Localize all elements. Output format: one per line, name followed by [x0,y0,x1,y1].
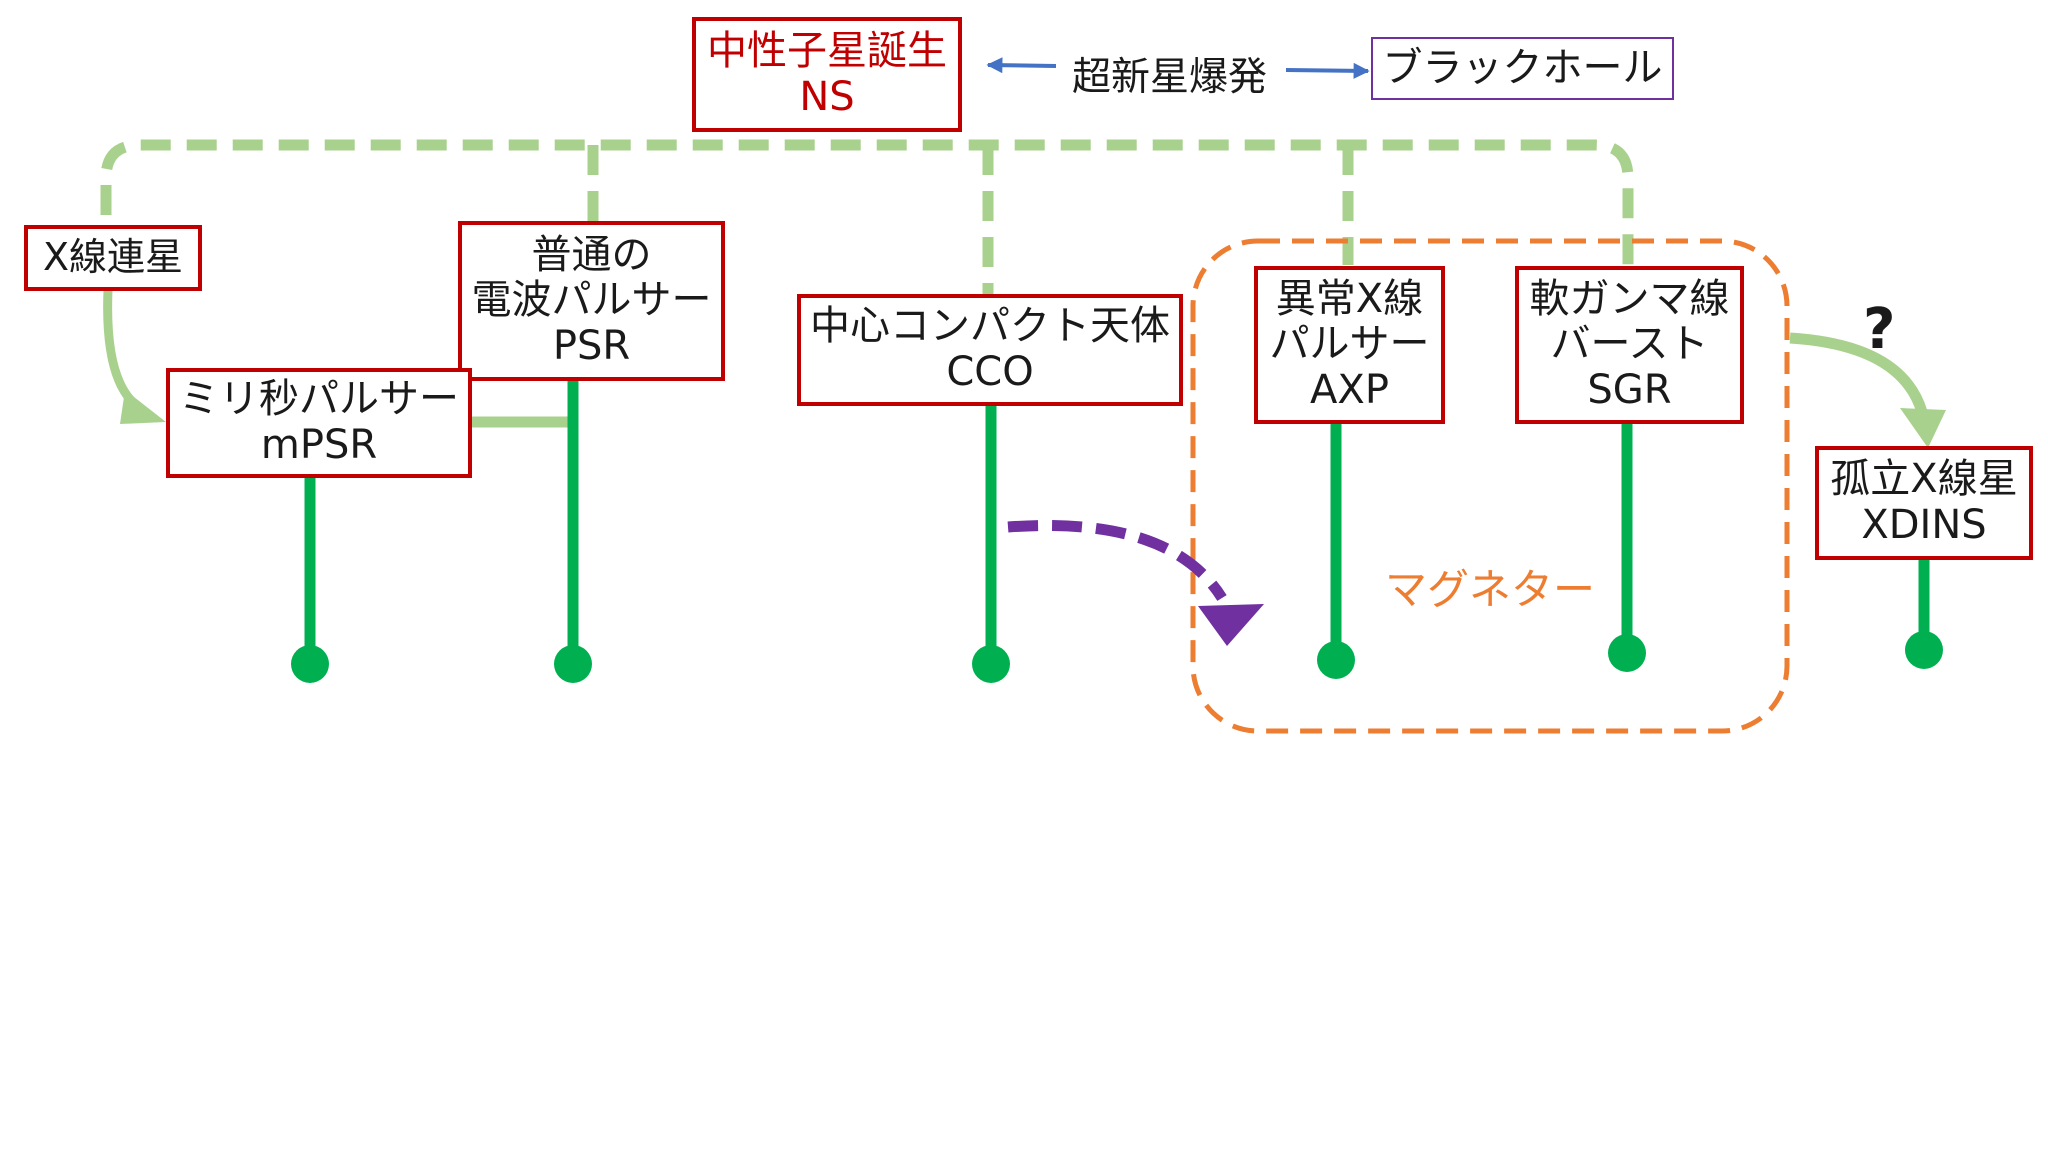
node-psr: 普通の 電波パルサー PSR [458,221,725,381]
node-mpsr: ミリ秒パルサー mPSR [166,368,472,478]
node-blackhole-label: ブラックホール [1382,44,1663,91]
node-mpsr-line1: ミリ秒パルサー [179,376,459,423]
supernova-to-blackhole-arrow [1285,62,1370,79]
node-axp-line3: AXP [1310,366,1389,413]
node-psr-line2: 電波パルサー [471,277,712,324]
node-xray-binary: X線連星 [24,225,202,291]
cco-stem-dot [972,645,1010,683]
node-psr-line3: PSR [552,322,631,369]
node-cco-line2: CCO [946,349,1034,395]
node-cco: 中心コンパクト天体 CCO [797,294,1183,406]
mpsr-stem-dot [291,645,329,683]
xray-binary-arrowhead [120,390,166,424]
node-xdins-line2: XDINS [1861,502,1987,548]
magnetar-group-label: マグネター [1385,565,1596,614]
ns-family-dashed-branch [100,139,1634,272]
node-xdins-line1: 孤立X線星 [1830,456,2018,503]
node-xray-binary-label: X線連星 [42,235,184,280]
node-ns-line2: NS [799,73,855,120]
xdins-stem-dot [1905,631,1943,669]
node-mpsr-line2: mPSR [260,422,378,468]
sgr-stem-dot [1608,634,1646,672]
magnetar-group-outline [1190,238,1790,734]
psr-stem-dot [554,645,592,683]
node-ns-line1: 中性子星誕生 [707,27,947,74]
supernova-label: 超新星爆発 [1072,55,1268,100]
node-axp: 異常X線 パルサー AXP [1254,266,1445,424]
cco-to-magnetar-arrow [1007,519,1227,601]
node-ns: 中性子星誕生 NS [692,17,962,132]
node-sgr-line3: SGR [1587,366,1672,413]
question-mark: ? [1863,297,1896,362]
node-cco-line1: 中心コンパクト天体 [810,303,1170,350]
node-sgr: 軟ガンマ線 バースト SGR [1515,266,1744,424]
node-blackhole: ブラックホール [1371,37,1674,100]
node-sgr-line1: 軟ガンマ線 [1529,275,1730,322]
magnetar-to-xdins-arrow [1789,332,1928,414]
supernova-to-ns-arrow [986,57,1057,74]
node-axp-line1: 異常X線 [1275,275,1424,322]
magnetar-to-xdins-arrowhead [1900,408,1946,448]
node-psr-line1: 普通の [531,231,652,278]
node-axp-line2: パルサー [1269,321,1430,368]
node-xdins: 孤立X線星 XDINS [1815,446,2033,560]
axp-stem-dot [1317,641,1355,679]
node-sgr-line2: バースト [1550,321,1709,368]
cco-to-magnetar-arrowhead [1198,604,1264,646]
